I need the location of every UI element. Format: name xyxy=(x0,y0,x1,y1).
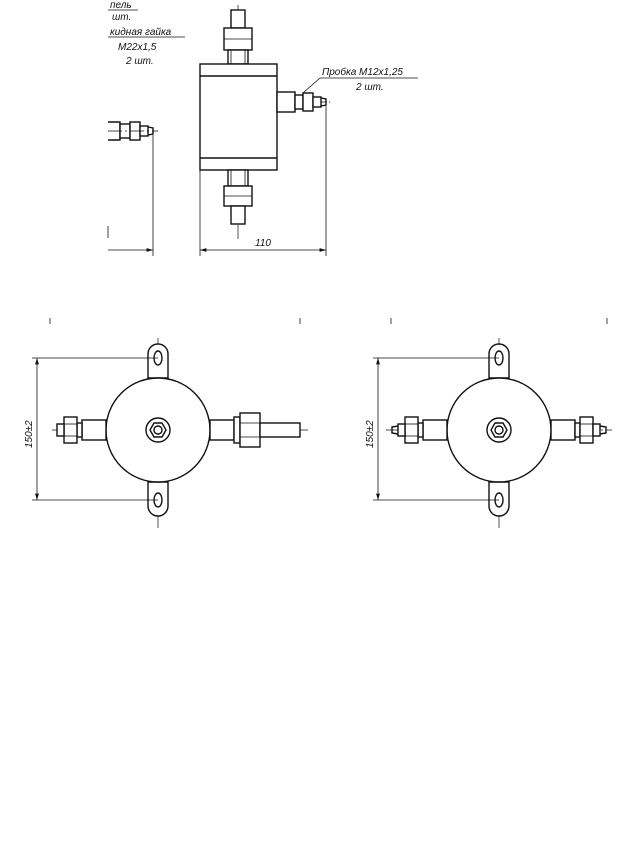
dimension-height-right: 150±2 xyxy=(365,420,376,448)
label-nut-line2: М22х1,5 xyxy=(118,42,157,53)
label-nut-line1: кидная гайка xyxy=(110,27,172,38)
label-nipple-line1: пель xyxy=(110,0,132,11)
label-nut-line3: 2 шт. xyxy=(125,56,154,67)
top-side-view: 110 Пробка М12х1,25 2 шт. пель шт. кидна… xyxy=(107,0,418,256)
label-nipple-line2: шт. xyxy=(112,12,131,23)
bottom-left-plan-view: 150±2 xyxy=(24,338,308,528)
dimension-width: 110 xyxy=(255,238,271,249)
dimension-height-left: 150±2 xyxy=(24,420,35,448)
bottom-right-plan-view: 150±2 xyxy=(365,338,612,528)
label-plug-line1: Пробка М12х1,25 xyxy=(322,66,403,78)
label-plug-line2: 2 шт. xyxy=(355,82,384,93)
